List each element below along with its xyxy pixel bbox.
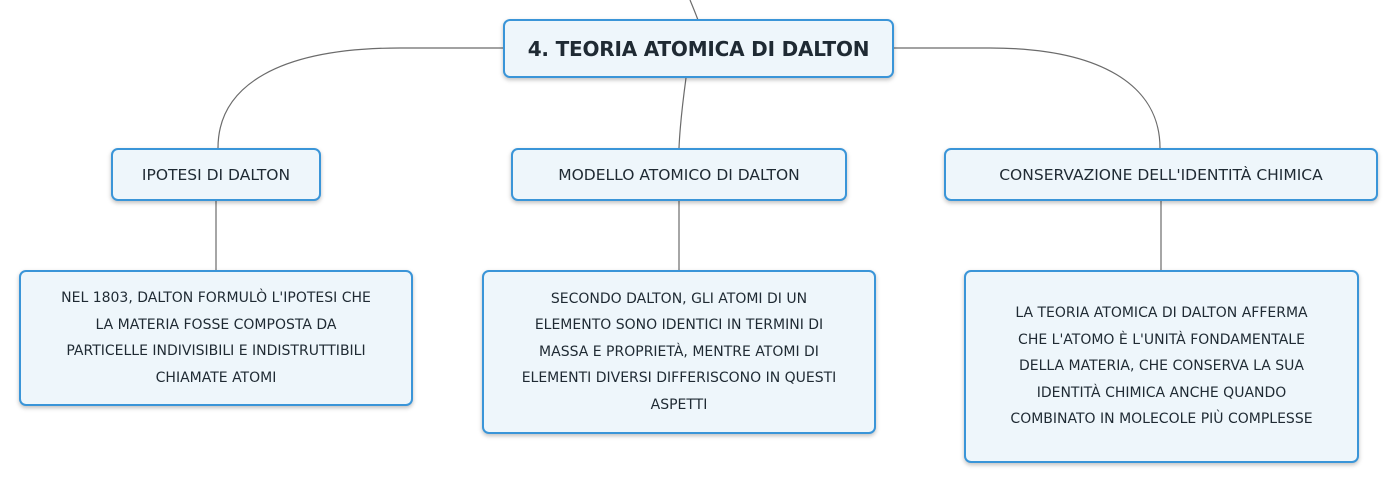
topic-node-conservazione[interactable]: CONSERVAZIONE DELL'IDENTITÀ CHIMICA [944, 148, 1378, 201]
detail-node-conservazione[interactable]: LA TEORIA ATOMICA DI DALTON AFFERMA CHE … [964, 270, 1359, 463]
topic-label: MODELLO ATOMICO DI DALTON [558, 165, 800, 184]
connector-root-to-topic-2 [678, 77, 687, 149]
detail-text: NEL 1803, DALTON FORMULÒ L'IPOTESI CHE L… [61, 285, 371, 391]
detail-line: IDENTITÀ CHIMICA ANCHE QUANDO [1036, 384, 1287, 401]
detail-line: MASSA E PROPRIETÀ, MENTRE ATOMI DI [539, 343, 819, 360]
detail-node-modello[interactable]: SECONDO DALTON, GLI ATOMI DI UN ELEMENTO… [482, 270, 876, 434]
connector-root-to-topic-3 [893, 47, 1161, 149]
topic-node-ipotesi[interactable]: IPOTESI DI DALTON [111, 148, 321, 201]
detail-line: ASPETTI [650, 396, 708, 413]
detail-line: PARTICELLE INDIVISIBILI E INDISTRUTTIBIL… [66, 343, 366, 359]
detail-line: COMBINATO IN MOLECOLE PIÙ COMPLESSE [1010, 411, 1313, 428]
topic-label: IPOTESI DI DALTON [141, 165, 291, 184]
detail-node-ipotesi[interactable]: NEL 1803, DALTON FORMULÒ L'IPOTESI CHE L… [19, 270, 413, 406]
detail-text: LA TEORIA ATOMICA DI DALTON AFFERMA CHE … [1010, 300, 1312, 433]
detail-text: SECONDO DALTON, GLI ATOMI DI UN ELEMENTO… [522, 286, 837, 419]
detail-line: LA MATERIA FOSSE COMPOSTA DA [95, 316, 337, 333]
detail-line: CHIAMATE ATOMI [155, 369, 277, 386]
detail-line: ELEMENTO SONO IDENTICI IN TERMINI DI [534, 317, 824, 334]
detail-line: SECONDO DALTON, GLI ATOMI DI UN [550, 290, 808, 307]
detail-line: ELEMENTI DIVERSI DIFFERISCONO IN QUESTI [521, 370, 837, 387]
connector-root-to-topic-1 [217, 47, 503, 149]
topic-label: CONSERVAZIONE DELL'IDENTITÀ CHIMICA [999, 165, 1323, 184]
root-node[interactable]: 4. TEORIA ATOMICA DI DALTON [503, 19, 894, 78]
topic-node-modello[interactable]: MODELLO ATOMICO DI DALTON [511, 148, 847, 201]
detail-line: DELLA MATERIA, CHE CONSERVA LA SUA [1018, 358, 1304, 375]
detail-line: LA TEORIA ATOMICA DI DALTON AFFERMA [1015, 305, 1308, 322]
root-label: 4. TEORIA ATOMICA DI DALTON [527, 36, 870, 61]
connector-parent-to-root [689, 0, 699, 21]
detail-line: CHE L'ATOMO È L'UNITÀ FONDAMENTALE [1018, 331, 1305, 348]
detail-line: NEL 1803, DALTON FORMULÒ L'IPOTESI CHE [61, 290, 371, 306]
